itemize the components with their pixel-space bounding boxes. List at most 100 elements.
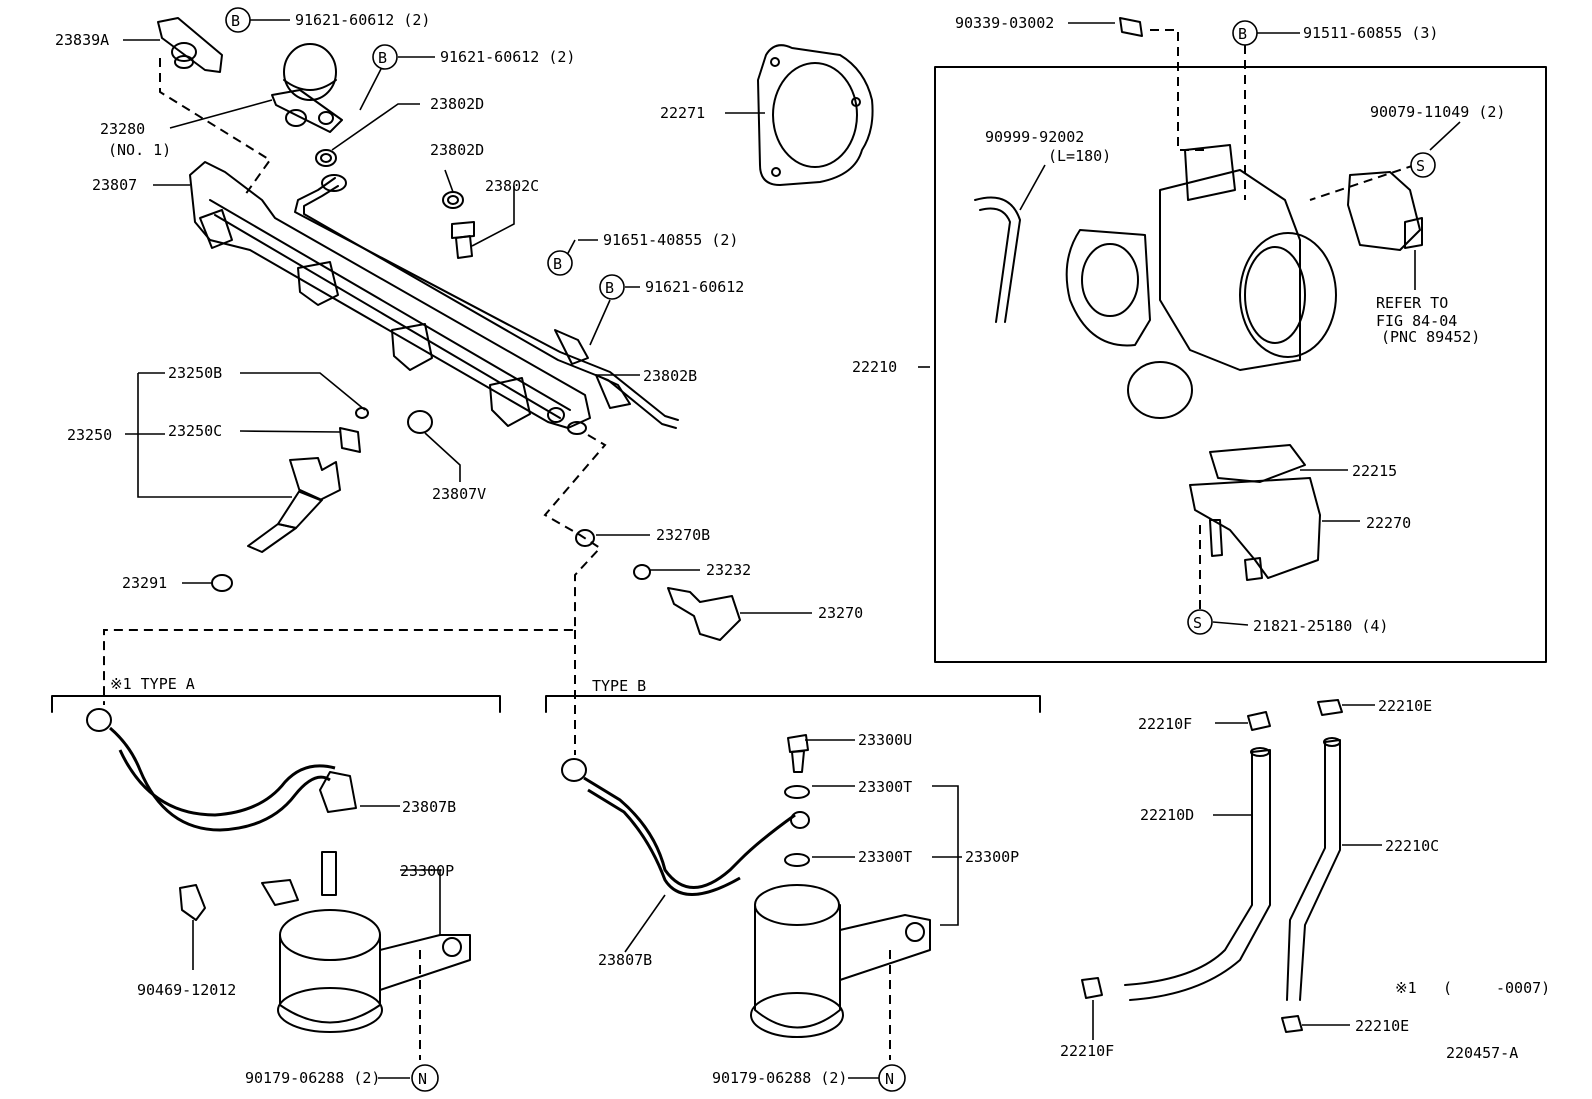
part-labels: 23839A 91621-60612 (2) 91621-60612 (2) 2… (55, 11, 1550, 1087)
part-90469-clip (179, 884, 206, 921)
label-23807: 23807 (92, 176, 137, 194)
part-23250-injector (211, 407, 433, 592)
symbol-s-1 (1410, 152, 1436, 178)
label-22210f-b: 22210F (1060, 1042, 1114, 1060)
label-23250: 23250 (67, 426, 112, 444)
label-23270b: 23270B (656, 526, 710, 544)
label-23807b-b: 23807B (598, 951, 652, 969)
guide-line-damper (159, 58, 272, 196)
part-23802b-pipe (294, 174, 679, 429)
symbol-n-2-text: N (885, 1070, 894, 1088)
symbol-b-2 (372, 44, 398, 70)
part-23300-filter-b (750, 734, 931, 1038)
label-21821: 21821-25180 (4) (1253, 617, 1388, 635)
label-type-a: ※1 TYPE A (110, 675, 195, 693)
part-22210-throttle-body (1065, 144, 1423, 419)
guide-line-90339 (1150, 29, 1205, 151)
symbol-s-2 (1187, 609, 1213, 635)
label-23300u: 23300U (858, 731, 912, 749)
label-22210d: 22210D (1140, 806, 1194, 824)
label-22210e-b: 22210E (1355, 1017, 1409, 1035)
note-1: ※1 (1395, 979, 1417, 997)
label-90339: 90339-03002 (955, 14, 1054, 32)
label-91511: 91511-60855 (3) (1303, 24, 1438, 42)
symbol-b-4-text: B (605, 279, 614, 297)
label-23280-no: (NO. 1) (108, 141, 171, 159)
label-refer-2: FIG 84-04 (1376, 312, 1457, 330)
guide-line-s-sensor (1309, 164, 1416, 201)
label-91621-2: 91621-60612 (2) (440, 48, 575, 66)
symbol-b-5-text: B (1238, 25, 1247, 43)
part-22210f-clamps (1081, 711, 1271, 999)
label-23300t-a: 23300T (858, 778, 912, 796)
part-23839a-drawing (157, 17, 223, 73)
symbol-s-1-text: S (1416, 157, 1425, 175)
part-23807b-hose-b (561, 758, 810, 896)
part-23802c-bolt (451, 221, 475, 259)
label-22270: 22270 (1366, 514, 1411, 532)
label-90079: 90079-11049 (2) (1370, 103, 1505, 121)
label-22210f-a: 22210F (1138, 715, 1192, 733)
symbol-b-1 (225, 7, 251, 33)
label-90469: 90469-12012 (137, 981, 236, 999)
symbol-s-2-text: S (1193, 614, 1202, 632)
label-22210e-a: 22210E (1378, 697, 1432, 715)
note-1-paren: ( (1443, 979, 1452, 997)
label-type-b: TYPE B (592, 677, 646, 695)
label-23839a: 23839A (55, 31, 109, 49)
label-22210c: 22210C (1385, 837, 1439, 855)
part-23300p-filter-a (261, 851, 471, 1033)
throttle-body-frame (934, 66, 1547, 663)
label-23300t-b: 23300T (858, 848, 912, 866)
label-91621-3: 91621-60612 (645, 278, 744, 296)
part-23270-regulator (575, 529, 741, 641)
symbol-b-3-text: B (553, 255, 562, 273)
label-23291: 23291 (122, 574, 167, 592)
symbol-circles: B B B B B S S N N (225, 7, 1436, 1092)
label-23807b-a: 23807B (402, 798, 456, 816)
part-22210c-hose (1286, 737, 1341, 1001)
symbol-n-1 (411, 1064, 439, 1092)
symbol-n-1-text: N (418, 1070, 427, 1088)
type-b-bracket (545, 695, 1041, 713)
label-90999: 90999-92002 (985, 128, 1084, 146)
label-23232: 23232 (706, 561, 751, 579)
label-22215: 22215 (1352, 462, 1397, 480)
part-22271-gasket (757, 44, 874, 186)
part-23807-drawing (189, 161, 591, 435)
label-91621-1: 91621-60612 (2) (295, 11, 430, 29)
label-23802b: 23802B (643, 367, 697, 385)
label-22210: 22210 (852, 358, 897, 376)
symbol-b-2-text: B (378, 49, 387, 67)
guide-line-regulator (103, 434, 607, 705)
label-23250b: 23250B (168, 364, 222, 382)
part-22215-gasket (1209, 444, 1306, 483)
leader-lines (123, 19, 1461, 1079)
label-91651: 91651-40855 (2) (603, 231, 738, 249)
symbol-b-3 (547, 250, 573, 276)
label-23300p-a: 23300P (400, 862, 454, 880)
label-refer-3: (PNC 89452) (1381, 328, 1480, 346)
label-23802d-b: 23802D (430, 141, 484, 159)
part-90999-hose (974, 196, 1021, 323)
label-90179-b: 90179-06288 (2) (712, 1069, 847, 1087)
label-refer-1: REFER TO (1376, 294, 1448, 312)
label-l180: (L=180) (1048, 147, 1111, 165)
symbol-b-4 (599, 274, 625, 300)
type-a-bracket (51, 695, 501, 713)
part-90339-drawing (1119, 17, 1143, 37)
label-22271: 22271 (660, 104, 705, 122)
symbol-b-5 (1232, 20, 1258, 46)
label-90179-a: 90179-06288 (2) (245, 1069, 380, 1087)
part-22270-isc-valve (1189, 477, 1321, 581)
part-22210e-clamps (1281, 699, 1343, 1033)
label-23300p-b: 23300P (965, 848, 1019, 866)
label-23807v: 23807V (432, 485, 486, 503)
label-23270: 23270 (818, 604, 863, 622)
symbol-b-1-text: B (231, 12, 240, 30)
part-22210d-hose (1124, 747, 1271, 1001)
part-23280-drawing (271, 43, 343, 133)
label-23802c: 23802C (485, 177, 539, 195)
label-23280: 23280 (100, 120, 145, 138)
